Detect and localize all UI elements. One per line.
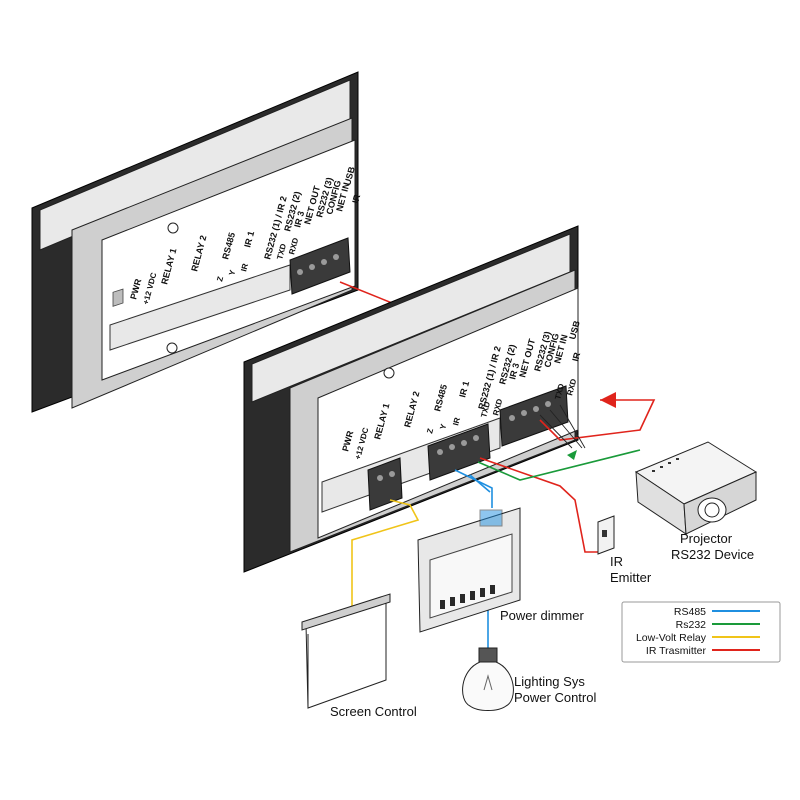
back-label-ir-b: IR: [350, 193, 362, 205]
relay-connector: [367, 457, 403, 511]
legend-label: RS485: [674, 606, 706, 618]
back-label-rxd: RXD: [287, 237, 300, 256]
power-dimmer-device: [417, 507, 521, 633]
rs485-cable-b: [469, 474, 491, 493]
legend-label: Low-Volt Relay: [636, 632, 707, 644]
front-label-rxd: RXD: [491, 398, 504, 417]
projector-label-line2: RS232 Device: [671, 547, 754, 562]
back-control-panel: PWR +12 VDC RELAY 1 RELAY 2 RS485 Z Y IR…: [31, 71, 362, 413]
front-label-rxd-b: RXD: [565, 378, 578, 397]
front-label-usb: USB: [567, 319, 582, 340]
back-label-ir: IR: [239, 262, 250, 272]
relay-cable: [351, 499, 420, 612]
back-label-usb: USB: [342, 165, 357, 186]
rs232-connector: [499, 385, 569, 447]
light-bulb-icon: [462, 647, 514, 711]
back-label-ir1: IR 1: [242, 230, 256, 249]
front-label-ir3: IR 3: [507, 362, 521, 381]
front-control-panel: PWR +12 VDC RELAY 1 RELAY 2 RS485 Z Y IR…: [243, 225, 582, 573]
lighting-label-line2: Power Control: [514, 690, 596, 705]
ir-link-cable: [339, 281, 393, 304]
cables: [351, 392, 656, 648]
rs485-cable: [454, 469, 493, 508]
ir-emitter-device: [597, 515, 615, 555]
front-label-ir-b: IR: [570, 351, 582, 363]
projector-device: [634, 441, 758, 535]
back-label-ir3: IR 3: [292, 210, 306, 229]
projector-label-line1: Projector: [680, 531, 733, 546]
back-label-txd: TXD: [275, 243, 288, 261]
front-label-txd: TXD: [479, 401, 492, 419]
front-label-txd-b: TXD: [553, 383, 566, 401]
projection-screen-device: [301, 593, 391, 709]
front-label-ir1: IR 1: [457, 380, 471, 399]
ir-return-cable: [539, 399, 656, 441]
legend-label: Rs232: [676, 619, 707, 631]
ir-emitter-label-line2: Emitter: [610, 570, 652, 585]
rs232-cable: [477, 449, 641, 481]
lighting-label-line1: Lighting Sys: [514, 674, 585, 689]
front-label-z: Z: [425, 427, 435, 434]
back-label-z: Z: [215, 275, 225, 282]
back-terminal-strip: [109, 264, 291, 351]
screen-control-label: Screen Control: [330, 704, 417, 719]
front-label-y: Y: [438, 422, 448, 430]
legend-label: IR Trasmitter: [646, 645, 707, 657]
ir-emitter-label-line1: IR: [610, 554, 623, 569]
front-label-ir: IR: [451, 416, 462, 426]
power-dimmer-label: Power dimmer: [500, 608, 584, 623]
rs485-ir-connector: [427, 423, 491, 481]
back-label-y: Y: [227, 268, 237, 276]
